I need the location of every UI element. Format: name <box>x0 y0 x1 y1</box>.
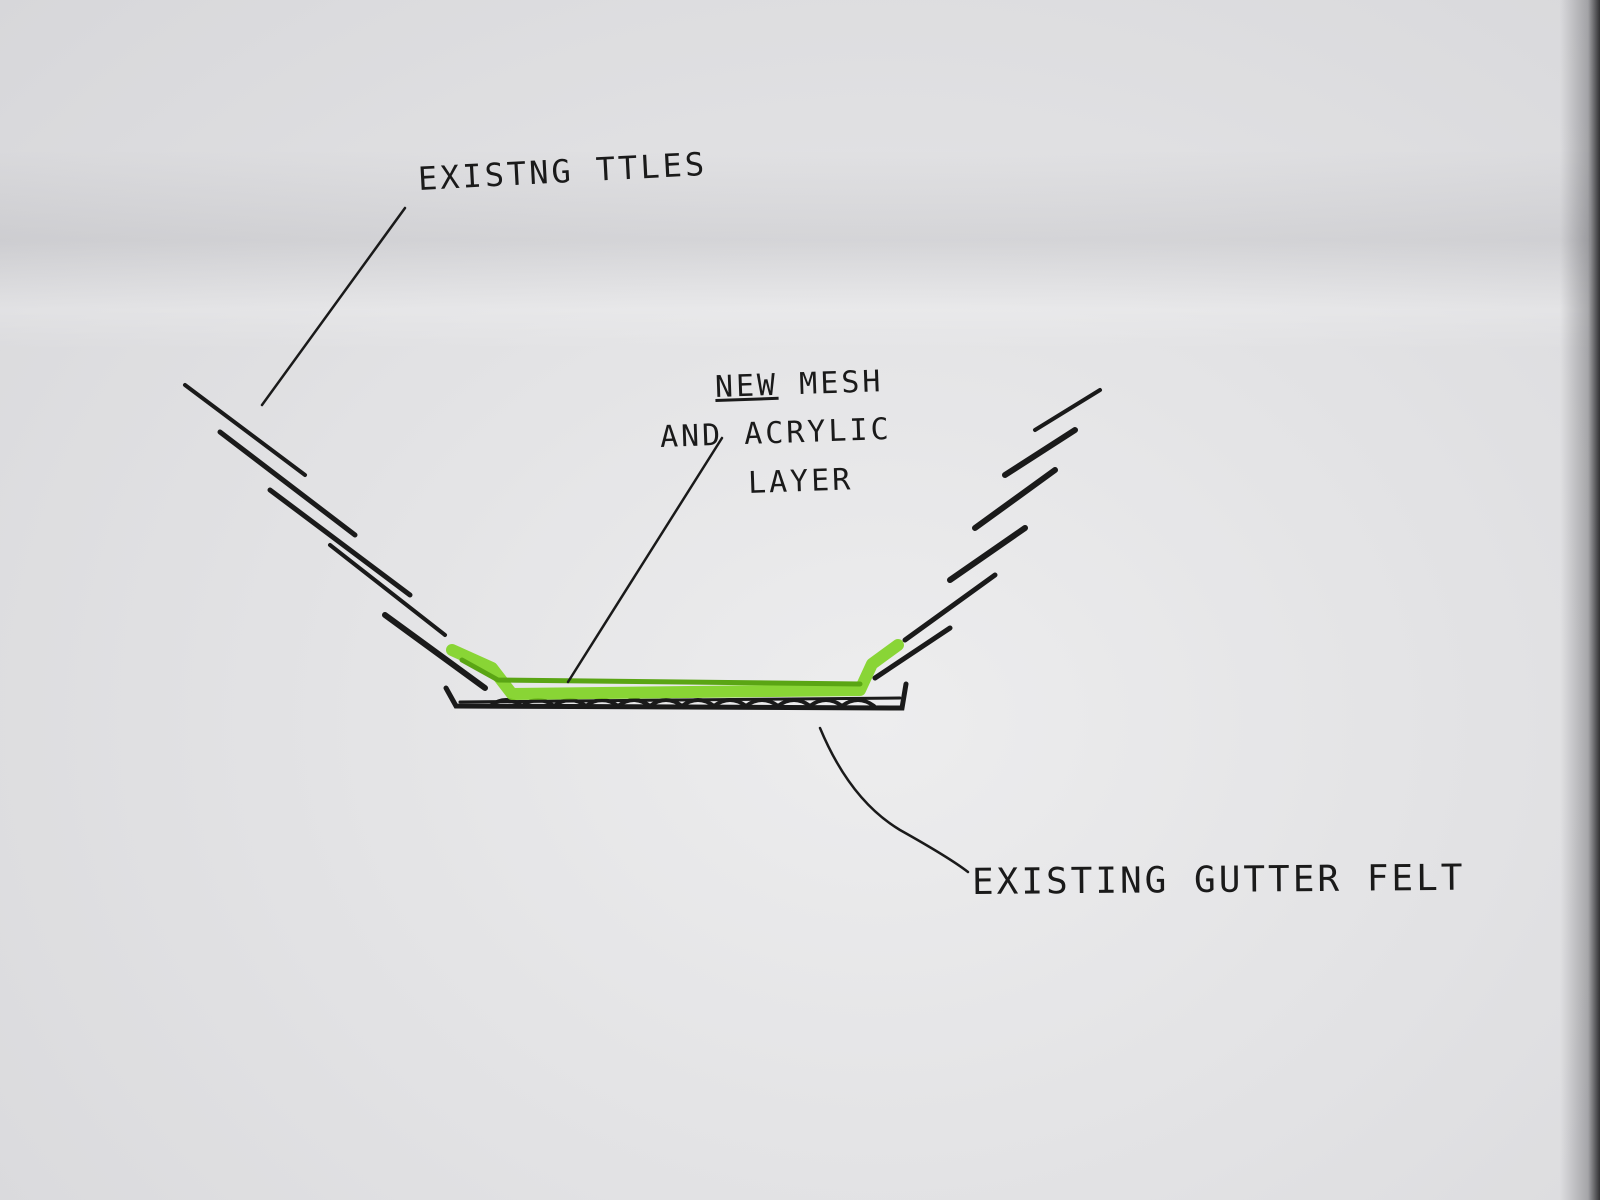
label-mesh-word: MESH <box>777 364 885 403</box>
label-new-word: NEW <box>714 367 779 405</box>
leader-lines <box>260 206 970 874</box>
leader-tiles <box>260 206 407 407</box>
paper-fold <box>0 150 1590 350</box>
mesh-acrylic-layer <box>446 639 904 700</box>
label-new-mesh-line3: LAYER <box>747 462 854 501</box>
gutter-felt <box>443 681 909 711</box>
label-new-mesh-line1: NEW MESH <box>714 364 884 405</box>
right-tiles <box>872 388 1102 681</box>
left-tiles <box>183 383 488 691</box>
leader-mesh <box>566 436 724 684</box>
label-existing-gutter-felt: EXISTING GUTTER FELT <box>971 857 1466 903</box>
leader-felt <box>818 726 970 874</box>
paper-edge-shadow <box>1560 0 1600 1200</box>
